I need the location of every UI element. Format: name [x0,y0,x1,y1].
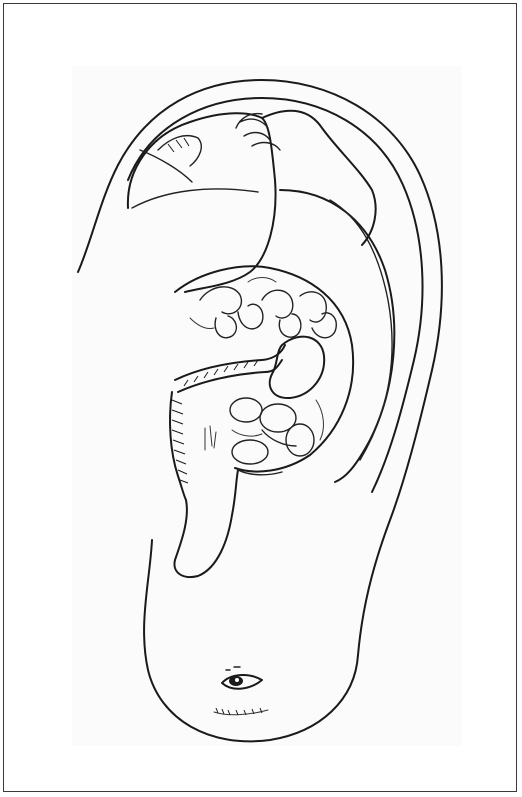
ear-canal-hatching [172,400,188,483]
helix-outline [78,80,442,741]
helix-rim [128,98,423,492]
esophagus-tube [175,345,285,380]
antihelix-fold [280,190,394,482]
fetus-thigh [132,189,258,208]
ear-canal [170,392,186,500]
heart-lung-cluster [230,398,323,464]
fetus-buttocks-and-legs [128,113,276,292]
antihelix-inner [330,200,392,460]
eye-icon [214,667,268,715]
antitragus [174,470,238,577]
fetus-hand [236,114,280,150]
fetus-knee [140,150,192,182]
